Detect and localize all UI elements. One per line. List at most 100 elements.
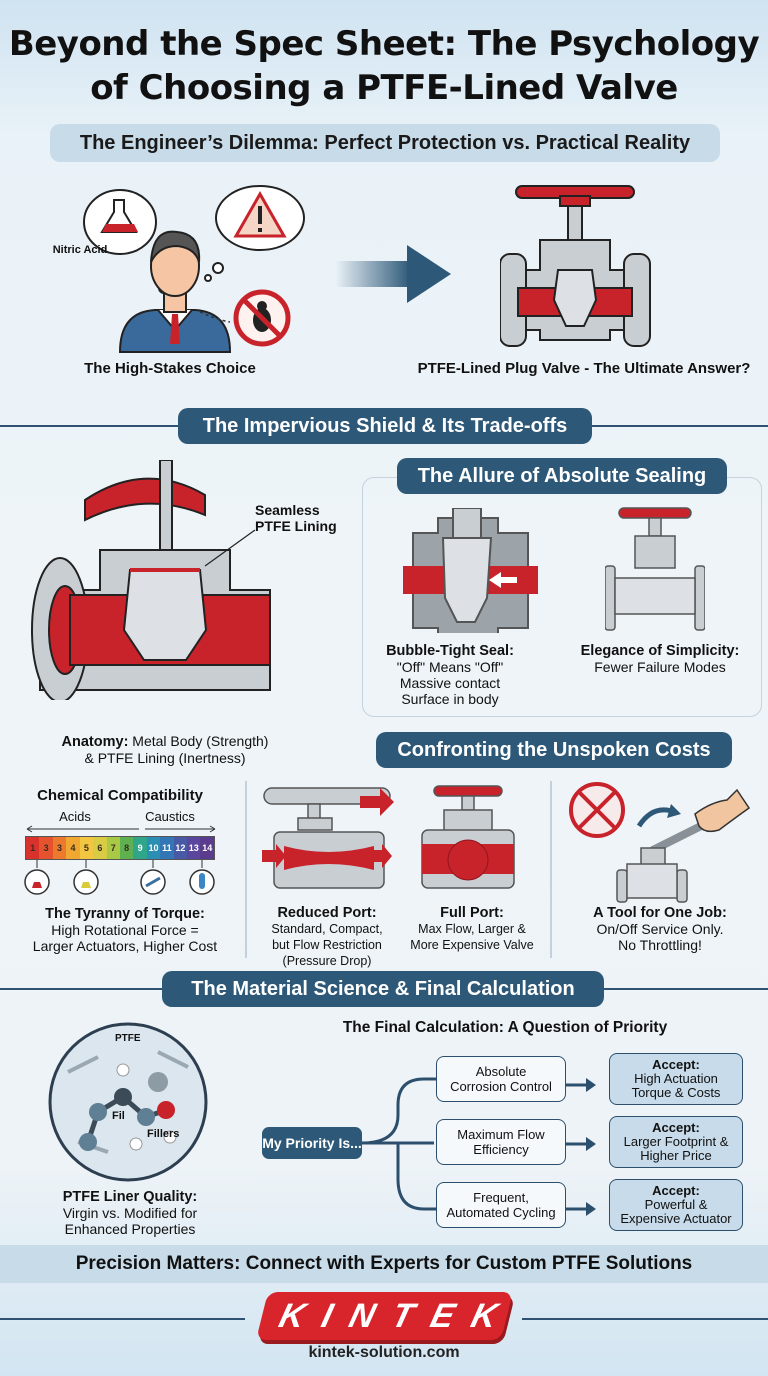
reduced-port-title: Reduced Port: (277, 905, 377, 921)
on-off-valve-hand-icon (569, 782, 750, 903)
one-job-line-2: No Throttling! (618, 937, 702, 953)
column-divider (550, 781, 552, 958)
bubble-tight-title: Bubble-Tight Seal: (386, 643, 514, 659)
no-throttle-icon (569, 782, 625, 838)
accept-text: Powerful & (644, 1197, 708, 1212)
simple-valve-icon (605, 507, 705, 631)
cta-banner[interactable]: Precision Matters: Connect with Experts … (0, 1245, 768, 1283)
ph-cell: 9 (133, 837, 147, 859)
priority-text: Efficiency (473, 1142, 529, 1157)
accept-text: Higher Price (640, 1148, 712, 1163)
torque-caption: The Tyranny of Torque: High Rotational F… (10, 905, 240, 954)
one-job-title: A Tool for One Job: (593, 905, 727, 921)
bubble-tight-line-1: "Off" Means "Off" (396, 659, 504, 675)
chemical-vessel-icons (24, 860, 215, 895)
high-stakes-caption: The High-Stakes Choice (84, 360, 256, 377)
no-bug-icon (233, 289, 291, 347)
full-port-line-2: More Expensive Valve (410, 938, 534, 952)
nitric-acid-label: Nitric Acid (52, 244, 108, 256)
priority-text: Frequent, (473, 1190, 529, 1205)
ph-scale: 1 3 3 4 5 6 7 8 9 10 11 12 13 14 (25, 836, 215, 860)
accept-label: Accept: (652, 1120, 700, 1135)
one-job-line-1: On/Off Service Only. (596, 921, 724, 937)
bubble-tight-caption: Bubble-Tight Seal: "Off" Means "Off" Mas… (375, 642, 525, 707)
ph-cell: 10 (146, 837, 161, 859)
ph-cell: 11 (160, 837, 174, 859)
shield-section-header: The Impervious Shield & Its Trade-offs (178, 408, 592, 444)
range-arrows (26, 825, 216, 833)
ptfe-label: PTFE (115, 1033, 141, 1044)
priority-text: Corrosion Control (450, 1079, 552, 1094)
caustics-label: Caustics (145, 809, 195, 824)
title-line-2: of Choosing a PTFE-Lined Valve (90, 68, 678, 108)
torque-title: The Tyranny of Torque: (45, 906, 205, 922)
fil-label: Fil (112, 1110, 125, 1122)
engineer-illustration (83, 185, 305, 353)
ph-cell: 8 (119, 837, 134, 859)
simplicity-line-1: Fewer Failure Modes (594, 659, 726, 675)
fillers-label: Fillers (147, 1128, 180, 1140)
priority-text: Absolute (475, 1064, 527, 1079)
bubble-tight-line-2: Massive contact (399, 675, 501, 691)
callout-line-2: PTFE Lining (255, 518, 337, 534)
priority-text: Automated Cycling (446, 1205, 556, 1220)
arrow-right-icon (335, 245, 451, 303)
page-title: Beyond the Spec Sheet: The Psychology of… (0, 22, 768, 110)
accept-text: Torque & Costs (631, 1085, 721, 1100)
final-calc-title: The Final Calculation: A Question of Pri… (342, 1019, 668, 1036)
one-job-caption: A Tool for One Job: On/Off Service Only.… (565, 904, 755, 953)
seamless-lining-callout: Seamless PTFE Lining (255, 502, 337, 534)
ph-cell: 14 (200, 837, 214, 859)
anatomy-line-1: Metal Body (Strength) (132, 733, 269, 749)
plug-seal-cross-section-icon (403, 508, 538, 633)
website-link[interactable]: kintek-solution.com (308, 1344, 460, 1361)
accept-node-actuator: Accept: Powerful & Expensive Actuator (609, 1179, 743, 1231)
full-port-caption: Full Port: Max Flow, Larger & More Expen… (398, 904, 546, 953)
torque-line-2: Larger Actuators, Higher Cost (32, 938, 218, 954)
accept-label: Accept: (652, 1183, 700, 1198)
footer-rule-left (0, 1318, 245, 1320)
reduced-port-valve-icon (262, 787, 394, 889)
full-port-valve-icon (421, 785, 515, 889)
plug-valve-caption: PTFE-Lined Plug Valve - The Ultimate Ans… (417, 360, 751, 377)
footer-rule-right (522, 1318, 768, 1320)
simplicity-title: Elegance of Simplicity: (580, 643, 740, 659)
priority-node-cycling: Frequent,Automated Cycling (436, 1182, 566, 1228)
simplicity-caption: Elegance of Simplicity: Fewer Failure Mo… (565, 642, 755, 675)
accept-text: High Actuation (634, 1071, 718, 1086)
engineer-avatar (118, 230, 232, 353)
ptfe-molecule-icon (48, 1022, 208, 1182)
column-divider (245, 781, 247, 958)
accept-node-torque: Accept: High Actuation Torque & Costs (609, 1053, 743, 1105)
callout-line-1: Seamless (255, 502, 320, 518)
acids-label: Acids (59, 809, 91, 824)
anatomy-caption: Anatomy: Metal Body (Strength) & PTFE Li… (20, 733, 310, 766)
anatomy-bold: Anatomy: (61, 734, 129, 750)
ph-cell: 6 (93, 837, 107, 859)
torque-line-1: High Rotational Force = (51, 922, 199, 938)
chemical-compat-title: Chemical Compatibility (37, 787, 203, 804)
plug-valve-icon (500, 185, 651, 347)
reduced-port-line-1: Standard, Compact, (271, 922, 383, 936)
accept-text: Larger Footprint & (623, 1134, 729, 1149)
bubble-tight-line-3: Surface in body (401, 691, 499, 707)
kintek-logo[interactable]: KINTEK (256, 1292, 519, 1340)
accept-node-footprint: Accept: Larger Footprint & Higher Price (609, 1116, 743, 1168)
reduced-port-caption: Reduced Port: Standard, Compact, but Flo… (262, 904, 392, 969)
liner-line-1: Virgin vs. Modified for (62, 1205, 198, 1221)
ph-cell: 7 (106, 837, 120, 859)
accept-label: Accept: (652, 1057, 700, 1072)
liner-title: PTFE Liner Quality: (62, 1189, 198, 1205)
full-port-title: Full Port: (440, 905, 504, 921)
reduced-port-line-2: but Flow Restriction (272, 938, 382, 952)
ph-cell: 13 (187, 837, 201, 859)
ph-cell: 3 (52, 837, 67, 859)
ph-cell: 5 (79, 837, 94, 859)
accept-text: Expensive Actuator (620, 1211, 732, 1226)
flask-icon (100, 199, 138, 233)
warning-cloud-icon (204, 185, 305, 282)
full-port-line-1: Max Flow, Larger & (418, 922, 526, 936)
priority-root-node: My Priority Is... (262, 1127, 362, 1159)
